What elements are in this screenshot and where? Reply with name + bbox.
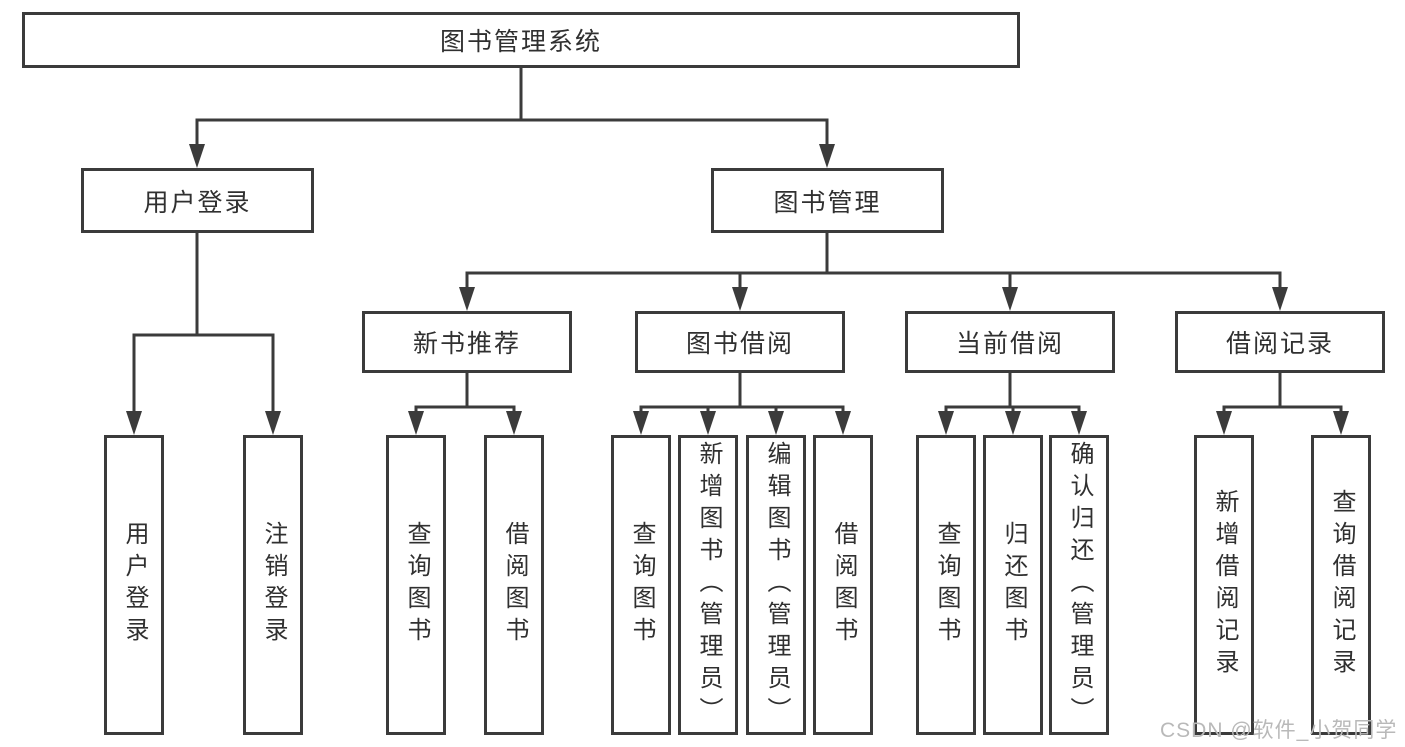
node-leaf-query-books-borrowing: 查询图书 <box>611 435 671 735</box>
leaf-label: 查询借阅记录 <box>1328 489 1355 681</box>
leaf-label: 查询图书 <box>403 521 430 649</box>
node-borrowing-records: 借阅记录 <box>1175 311 1385 373</box>
node-leaf-query-books-recommend: 查询图书 <box>386 435 446 735</box>
node-leaf-user-login: 用户登录 <box>104 435 164 735</box>
watermark: CSDN @软件_小贺同学 <box>1160 719 1398 742</box>
node-leaf-add-book-admin: 新增图书（管理员） <box>678 435 738 735</box>
node-book-management: 图书管理 <box>711 168 944 233</box>
leaf-label: 用户登录 <box>121 521 148 649</box>
node-new-book-recommend: 新书推荐 <box>362 311 572 373</box>
leaf-label: 新增借阅记录 <box>1211 489 1238 681</box>
edge-user-login-to-leaves <box>126 231 281 435</box>
node-leaf-query-books-current: 查询图书 <box>916 435 976 735</box>
edge-book-management-to-level3 <box>459 231 1288 311</box>
edge-borrowing-records-to-leaves <box>1216 371 1349 435</box>
node-leaf-logout: 注销登录 <box>243 435 303 735</box>
leaf-label: 新增图书（管理员） <box>695 441 722 729</box>
edge-book-borrowing-to-leaves <box>633 371 851 435</box>
leaf-label: 注销登录 <box>260 521 287 649</box>
leaf-label: 编辑图书（管理员） <box>763 441 790 729</box>
node-leaf-return-books: 归还图书 <box>983 435 1043 735</box>
node-leaf-query-borrow-record: 查询借阅记录 <box>1311 435 1371 735</box>
node-leaf-confirm-return-admin: 确认归还（管理员） <box>1049 435 1109 735</box>
node-user-login: 用户登录 <box>81 168 314 233</box>
edge-current-borrowing-to-leaves <box>938 371 1087 435</box>
edge-root-to-level2 <box>189 66 835 168</box>
leaf-label: 归还图书 <box>1000 521 1027 649</box>
node-leaf-add-borrow-record: 新增借阅记录 <box>1194 435 1254 735</box>
leaf-label: 查询图书 <box>933 521 960 649</box>
node-leaf-borrow-books-borrowing: 借阅图书 <box>813 435 873 735</box>
leaf-label: 确认归还（管理员） <box>1066 441 1093 729</box>
leaf-label: 查询图书 <box>628 521 655 649</box>
node-leaf-borrow-books-recommend: 借阅图书 <box>484 435 544 735</box>
node-current-borrowing: 当前借阅 <box>905 311 1115 373</box>
node-book-borrowing: 图书借阅 <box>635 311 845 373</box>
node-root-system: 图书管理系统 <box>22 12 1020 68</box>
edge-new-book-recommend-to-leaves <box>408 371 522 435</box>
node-leaf-edit-book-admin: 编辑图书（管理员） <box>746 435 806 735</box>
leaf-label: 借阅图书 <box>501 521 528 649</box>
leaf-label: 借阅图书 <box>830 521 857 649</box>
